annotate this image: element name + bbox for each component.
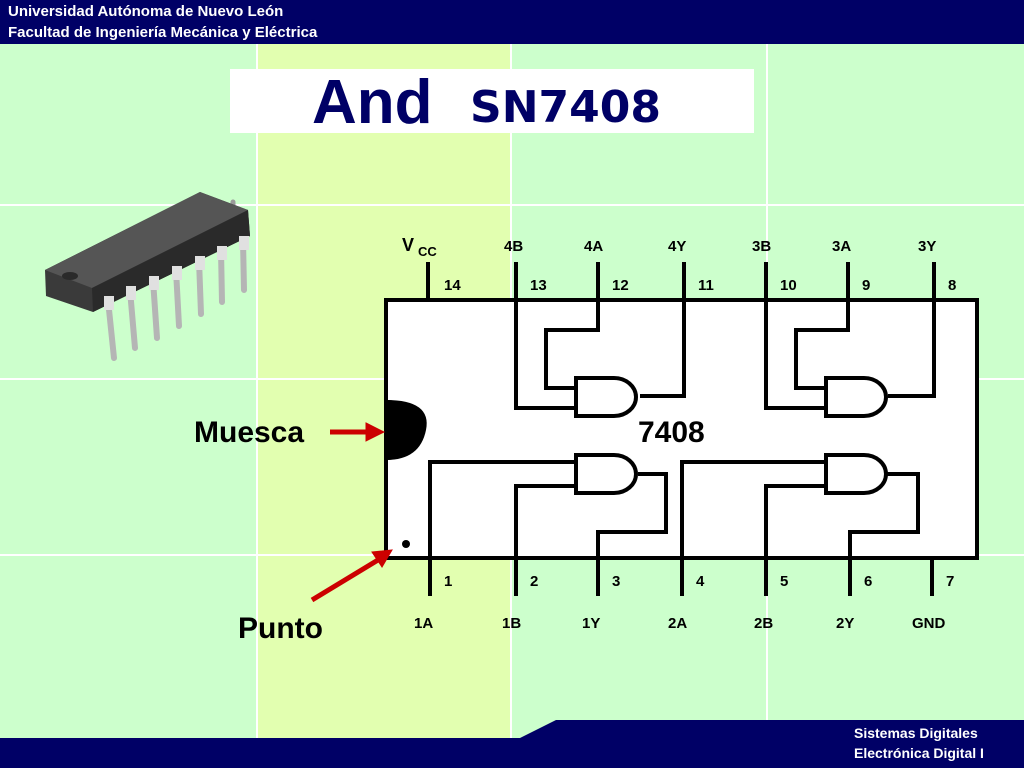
- pin-name: GND: [912, 615, 946, 632]
- pin-number: 9: [862, 277, 870, 294]
- pin-name: 2Y: [836, 615, 854, 632]
- pin-number: 10: [780, 277, 797, 294]
- university-name: Universidad Autónoma de Nuevo León: [8, 3, 284, 20]
- pin-number: 12: [612, 277, 629, 294]
- and-gate-3: [824, 376, 888, 418]
- pin-number: 1: [444, 573, 452, 590]
- pin-number: 3: [612, 573, 620, 590]
- notch-callout-label: Muesca: [194, 416, 305, 449]
- pin-number: 11: [698, 277, 714, 294]
- pin-name-subscript: CC: [418, 244, 437, 259]
- dot-callout-label: Punto: [238, 612, 323, 645]
- pin-name: 1B: [502, 615, 521, 632]
- pin-number: 4: [696, 573, 705, 590]
- pin-name: 4A: [584, 238, 603, 255]
- grid-line: [0, 204, 1024, 206]
- and-gate-1: [574, 453, 638, 495]
- slide-title: And: [312, 68, 433, 137]
- pin-name: 3A: [832, 238, 851, 255]
- pin-number: 7: [946, 573, 954, 590]
- and-gate-4: [574, 376, 638, 418]
- pin-name: 4Y: [668, 238, 686, 255]
- pin-number: 14: [444, 277, 461, 294]
- pin-name: 2B: [754, 615, 773, 632]
- pin-name: V: [402, 235, 414, 255]
- pin-name: 3Y: [918, 238, 936, 255]
- faculty-name: Facultad de Ingeniería Mecánica y Eléctr…: [8, 24, 318, 41]
- dot-arrow: [310, 557, 380, 603]
- pin-name: 1Y: [582, 615, 600, 632]
- subject-name: Electrónica Digital I: [854, 745, 984, 761]
- pin-number: 2: [530, 573, 538, 590]
- grid-line: [256, 0, 258, 768]
- package-notch-fill: [386, 400, 427, 460]
- dot-arrowhead: [371, 549, 393, 568]
- pin-number: 8: [948, 277, 956, 294]
- pin-name: 3B: [752, 238, 771, 255]
- pin1-dot: [402, 540, 410, 548]
- course-name: Sistemas Digitales: [854, 725, 978, 741]
- title-box: [230, 69, 754, 133]
- part-number: SN7408: [470, 82, 661, 133]
- wiring: [426, 262, 936, 596]
- pin-number: 6: [864, 573, 872, 590]
- pin-number: 13: [530, 277, 547, 294]
- pin-name: 4B: [504, 238, 523, 255]
- and-gate-2: [824, 453, 888, 495]
- notch-arrowhead: [365, 422, 386, 442]
- chip-label: 7408: [638, 416, 705, 449]
- pin-name: 1A: [414, 615, 433, 632]
- pin-name: 2A: [668, 615, 687, 632]
- pin-number: 5: [780, 573, 788, 590]
